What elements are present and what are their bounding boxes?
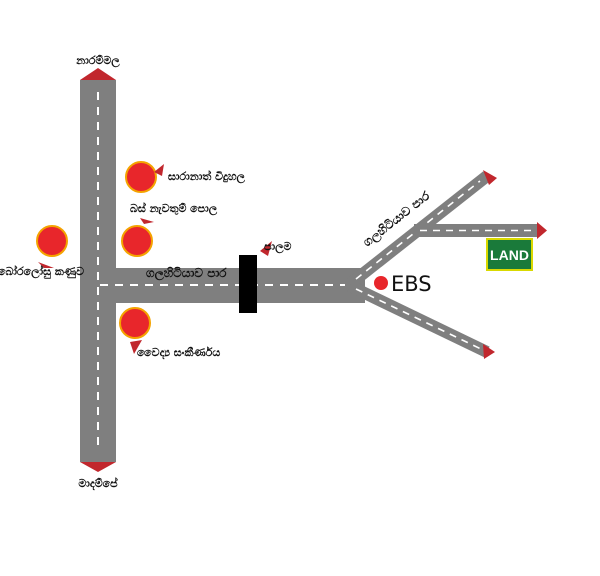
branch-roads — [345, 171, 538, 358]
temple-marker[interactable] — [125, 161, 164, 193]
road-end-arrows — [80, 68, 547, 472]
bridge-icon — [239, 255, 257, 313]
land-sign-text: LAND — [490, 247, 529, 263]
ebs-marker[interactable] — [374, 276, 388, 290]
temple-marker-icon — [125, 161, 157, 193]
north-arrow-icon — [80, 68, 116, 80]
land-sign[interactable]: LAND — [486, 238, 533, 271]
medical-complex-label: වෛද්‍ය සංකීර්ණය — [137, 345, 220, 360]
temple-pointer-icon — [154, 164, 164, 176]
medical-complex-marker-icon — [119, 307, 151, 339]
boralossu-marker-icon — [36, 225, 68, 257]
main-horizontal-road — [100, 268, 348, 303]
main-road-label: ගලහිටියාව පාර — [146, 266, 227, 282]
medical-complex-pointer-icon — [130, 340, 142, 354]
ebs-marker-icon — [374, 276, 388, 290]
bus-depot-marker[interactable] — [121, 225, 153, 257]
ebs-label: EBS — [391, 272, 432, 296]
bridge-label: පාලම — [264, 240, 291, 255]
horizontal-road-surface — [116, 268, 348, 303]
boralossu-label: බෝරලෝසු කණුව — [0, 264, 84, 280]
medical-complex-marker[interactable] — [119, 307, 151, 354]
vertical-road — [80, 80, 116, 462]
south-end-label: මාදම්පේ — [78, 476, 118, 491]
lower-branch-arrow-icon — [483, 344, 495, 359]
location-markers — [36, 161, 388, 354]
north-end-label: නාරම්මල — [75, 54, 120, 69]
south-arrow-icon — [80, 462, 116, 472]
bridge-pointer-icon — [260, 241, 272, 256]
boralossu-marker[interactable] — [36, 225, 68, 268]
bus-depot-label: බස් නැවතුම් පොල — [130, 201, 218, 217]
upper-branch-arrow-icon — [483, 170, 497, 185]
land-sign-box — [486, 238, 533, 271]
boralossu-pointer-icon — [38, 262, 54, 268]
bus-depot-pointer-icon — [140, 218, 154, 224]
bus-depot-marker-icon — [121, 225, 153, 257]
right-branch-arrow-icon — [537, 222, 547, 239]
branch-road-lower-centerline — [355, 288, 482, 350]
temple-label: සාරානාත් විදුහල — [168, 169, 246, 185]
